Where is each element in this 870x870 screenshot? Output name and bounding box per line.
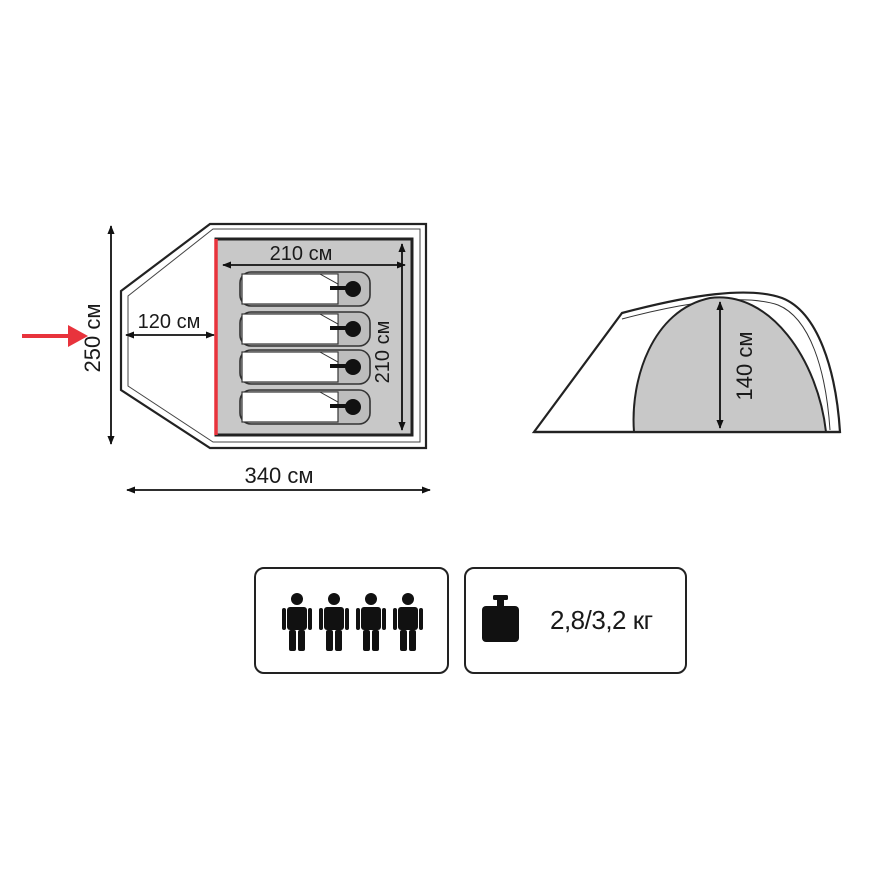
tent-side-inner-line xyxy=(621,299,831,431)
weight-label: 2,8/3,2 кг xyxy=(550,605,653,635)
tent-outline-inner xyxy=(127,228,421,443)
sleeping-places xyxy=(239,271,371,425)
entrance-arrow-icon xyxy=(22,325,88,347)
inner-length-label: 210 см xyxy=(270,243,333,265)
vestibule-label: 120 см xyxy=(138,311,201,333)
weight-icon xyxy=(482,595,519,642)
inner-width-label: 210 см xyxy=(372,321,394,384)
four-persons-icon xyxy=(282,593,423,651)
sleeping-bag xyxy=(239,271,371,307)
total-length-label: 340 см xyxy=(245,463,314,488)
sleeping-bag xyxy=(239,349,371,385)
height-label: 140 см xyxy=(732,332,757,401)
sleeping-bag xyxy=(239,311,371,347)
side-view: 140 см xyxy=(531,291,842,434)
capacity-badge xyxy=(254,567,449,674)
weight-badge: 2,8/3,2 кг xyxy=(464,567,687,674)
sleeping-bag xyxy=(239,389,371,425)
floor-plan: 210 см 210 см 120 см 250 см 340 см xyxy=(22,222,431,494)
tent-side-door xyxy=(632,296,828,433)
